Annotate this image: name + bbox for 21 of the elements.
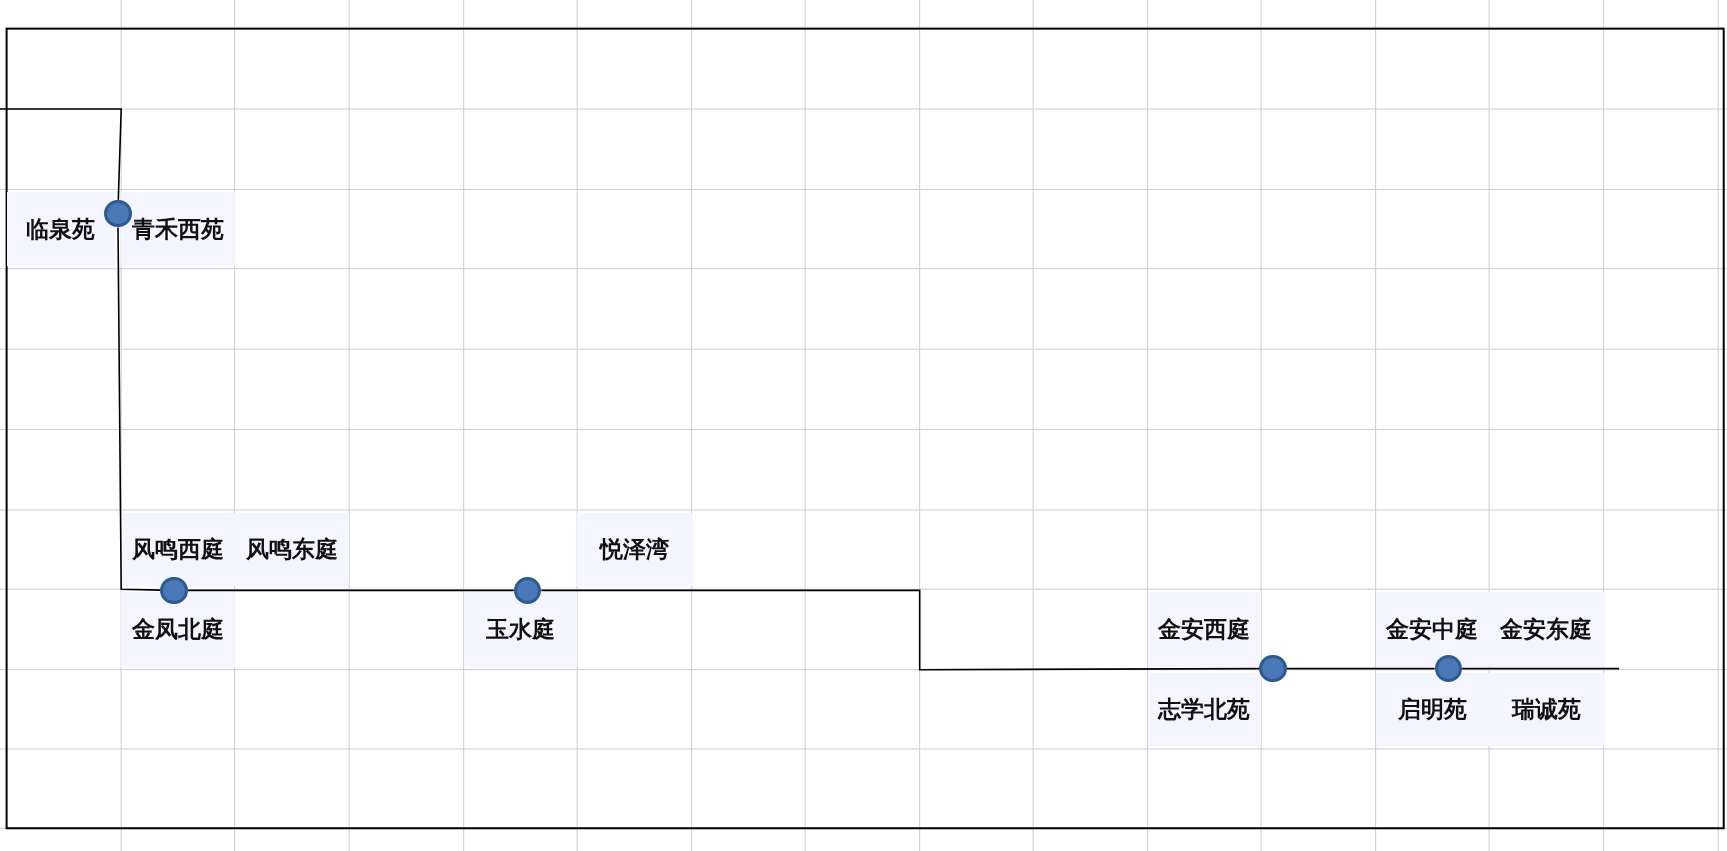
route-line xyxy=(1286,667,1436,670)
place-name-label: 金安中庭 xyxy=(1375,592,1490,667)
place-name-label: 悦泽湾 xyxy=(577,512,692,587)
place-name-label: 临泉苑 xyxy=(6,192,115,266)
place-name-label: 金安西庭 xyxy=(1147,592,1262,667)
place-name-label: 风鸣西庭 xyxy=(121,512,235,587)
place-name-label: 瑞诚苑 xyxy=(1489,672,1604,746)
route-line xyxy=(1461,667,1620,670)
place-name-label: 启明苑 xyxy=(1375,672,1490,746)
route-line xyxy=(540,589,1261,671)
station-dot xyxy=(513,576,542,605)
place-name-label: 志学北苑 xyxy=(1147,672,1262,746)
route-line xyxy=(117,226,162,591)
place-name-label: 风鸣东庭 xyxy=(234,512,350,587)
route-line xyxy=(0,108,123,201)
place-name-label: 金安东庭 xyxy=(1489,592,1604,667)
place-name-label: 玉水庭 xyxy=(463,592,578,667)
place-name-label: 青禾西苑 xyxy=(121,192,235,266)
route-line xyxy=(187,589,515,592)
place-name-label: 金凤北庭 xyxy=(121,592,235,667)
station-dot xyxy=(1259,654,1287,683)
